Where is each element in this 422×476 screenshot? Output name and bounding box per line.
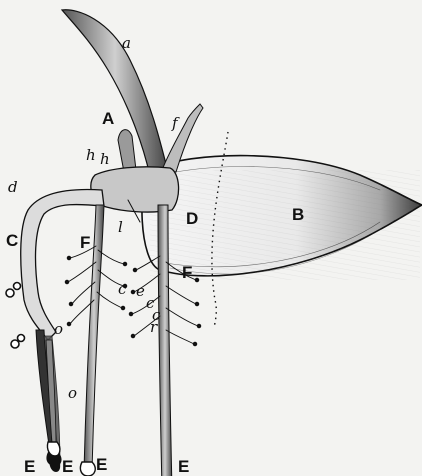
label-D: D [186, 209, 198, 228]
label-B: B [292, 205, 304, 224]
label-e: e [136, 282, 145, 300]
label-r: r [150, 318, 158, 336]
label-o-2: o [68, 384, 77, 402]
label-l: l [118, 218, 123, 236]
label-E-3: E [24, 457, 35, 476]
label-h-1: h [86, 146, 96, 164]
process-A [118, 130, 136, 172]
stalk-a [62, 10, 168, 176]
bulb-tip [47, 442, 59, 456]
label-d: d [8, 178, 18, 196]
ovoid-body [142, 156, 422, 280]
ring-marker [18, 335, 25, 342]
label-F-left: F [80, 233, 90, 252]
label-f: f [171, 114, 180, 132]
label-E-1: E [96, 455, 107, 474]
label-a: a [122, 34, 131, 52]
ring-marker [11, 340, 19, 348]
label-E-4: E [62, 457, 73, 476]
label-F-right: F [182, 263, 192, 282]
label-c-1: c [118, 280, 127, 298]
bulb-tip [80, 462, 95, 476]
ring-marker [14, 283, 21, 290]
bulb-tip [49, 458, 60, 472]
label-h-2: h [100, 150, 110, 168]
ring-marker [6, 289, 14, 297]
label-o-1: o [54, 320, 63, 338]
label-C: C [6, 231, 18, 250]
label-A: A [102, 109, 114, 128]
label-E-2: E [178, 457, 189, 476]
